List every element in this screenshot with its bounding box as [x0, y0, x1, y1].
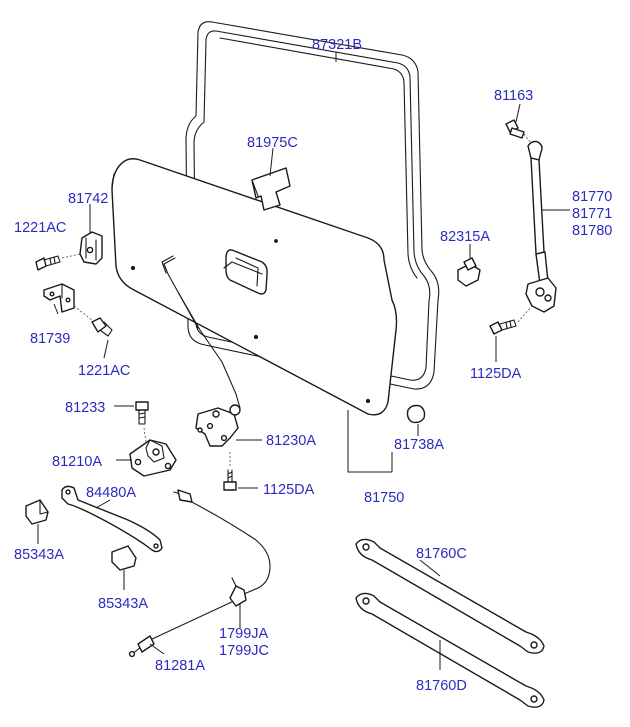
- label-81760D: 81760D: [416, 678, 467, 694]
- rod-81760D: [355, 592, 545, 708]
- label-1125DA-right: 1125DA: [470, 366, 522, 382]
- label-81163: 81163: [494, 88, 533, 104]
- label-81233: 81233: [65, 400, 105, 416]
- leader-lines: [53, 103, 570, 670]
- label-82315A: 82315A: [440, 229, 490, 245]
- latch-81230A: [195, 404, 241, 447]
- label-81739: 81739: [30, 331, 70, 347]
- label-1799JA: 1799JA: [219, 626, 269, 642]
- weatherstrip-seal: [185, 21, 440, 390]
- screw-1221AC-top: [35, 253, 81, 271]
- bracket-81739: [43, 283, 93, 321]
- clip-82315A: [457, 244, 481, 287]
- rod-81760C: [355, 538, 545, 654]
- striker-81210A: [129, 427, 177, 477]
- label-81770: 81770: [572, 189, 612, 205]
- gas-strut: [525, 140, 557, 313]
- label-81771: 81771: [572, 206, 612, 222]
- label-81760C: 81760C: [416, 546, 467, 562]
- cap-85343A-left: [25, 499, 49, 544]
- label-1221AC-top: 1221AC: [14, 220, 66, 236]
- label-84480A: 84480A: [86, 485, 136, 501]
- bolt-81163: [505, 119, 531, 143]
- tailgate-trim-panel: [111, 158, 398, 416]
- label-85343A-mid: 85343A: [98, 596, 148, 612]
- label-81975C: 81975C: [247, 135, 298, 151]
- bracket-81742: [79, 231, 103, 265]
- label-87321B: 87321B: [312, 37, 362, 53]
- assist-handle-84480A: [61, 485, 163, 553]
- label-81750: 81750: [364, 490, 404, 506]
- label-1221AC-bottom: 1221AC: [78, 363, 130, 379]
- bolt-1125DA-mid: [223, 450, 237, 491]
- label-81210A: 81210A: [52, 454, 102, 470]
- label-81281A: 81281A: [155, 658, 205, 674]
- label-81738A: 81738A: [394, 437, 444, 453]
- screw-1221AC-bottom: [91, 317, 113, 337]
- label-1125DA-mid: 1125DA: [263, 482, 315, 498]
- lock-rod: [161, 255, 241, 409]
- release-cable-81281A: [128, 489, 271, 658]
- label-1799JC: 1799JC: [219, 643, 269, 659]
- label-81230A: 81230A: [266, 433, 316, 449]
- label-85343A-left: 85343A: [14, 547, 64, 563]
- part-labels: 87321B 81163 81975C 81742 81770 81771 81…: [14, 37, 612, 694]
- bolt-81233: [135, 401, 149, 425]
- bracket-81975C: [251, 167, 291, 211]
- label-81780: 81780: [572, 223, 612, 239]
- bumper-81738A: [406, 404, 426, 436]
- label-81742: 81742: [68, 191, 108, 207]
- bolt-1125DA-right: [489, 307, 531, 335]
- cap-85343A-mid: [111, 545, 137, 590]
